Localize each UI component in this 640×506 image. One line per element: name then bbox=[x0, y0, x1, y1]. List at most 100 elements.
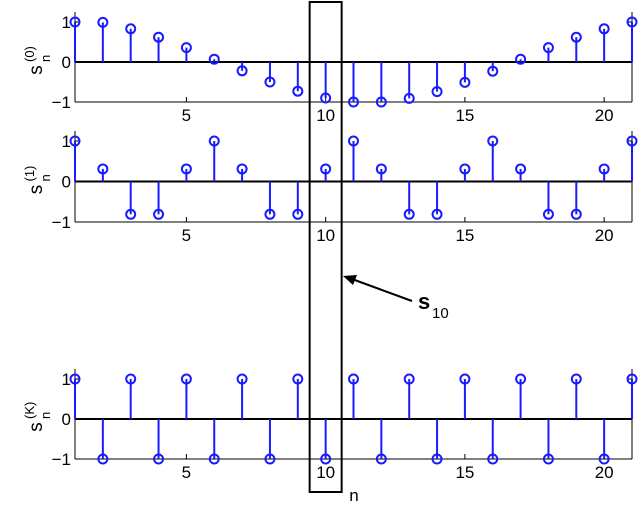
y-tick-label: 1 bbox=[62, 370, 71, 389]
stem-marker bbox=[153, 453, 165, 465]
y-label-superscript: (0) bbox=[22, 46, 37, 62]
stem-marker bbox=[125, 208, 137, 220]
stem-marker bbox=[570, 31, 582, 43]
stem-marker bbox=[626, 135, 638, 147]
stem-marker bbox=[431, 208, 443, 220]
stem-marker bbox=[320, 92, 332, 104]
y-label-subscript: n bbox=[38, 55, 53, 62]
stem-marker bbox=[348, 373, 359, 385]
stem-marker bbox=[236, 65, 248, 77]
stem-marker bbox=[264, 453, 276, 465]
stem-marker bbox=[180, 42, 192, 54]
stem-marker bbox=[153, 208, 165, 220]
y-label-superscript: (1) bbox=[22, 166, 37, 182]
stem-marker bbox=[236, 373, 248, 385]
stem-marker bbox=[208, 135, 220, 147]
stem-marker bbox=[598, 453, 610, 465]
stem-marker bbox=[459, 373, 471, 385]
y-tick-label: 1 bbox=[62, 132, 71, 151]
stem-marker bbox=[515, 373, 527, 385]
x-tick-label: 10 bbox=[316, 226, 335, 245]
x-axis-label: n bbox=[349, 486, 358, 505]
stem-marker bbox=[570, 373, 582, 385]
stem-marker bbox=[292, 208, 304, 220]
x-tick-label: 15 bbox=[455, 226, 474, 245]
stem-marker bbox=[542, 42, 554, 54]
stem-marker bbox=[431, 453, 443, 465]
stem-marker bbox=[403, 373, 415, 385]
stem-marker bbox=[542, 453, 554, 465]
stem-marker bbox=[403, 92, 415, 104]
x-tick-label: 15 bbox=[455, 106, 474, 125]
stem-marker bbox=[264, 76, 276, 88]
stem-marker bbox=[320, 163, 332, 175]
y-label-superscript: (K) bbox=[22, 402, 37, 419]
x-tick-label: 15 bbox=[455, 463, 474, 482]
y-axis-label: sn(0) bbox=[22, 46, 53, 75]
stem-marker bbox=[69, 16, 81, 28]
stem-marker bbox=[570, 208, 582, 220]
x-tick-label: 10 bbox=[316, 106, 335, 125]
y-label-subscript: n bbox=[38, 174, 53, 181]
y-tick-label: 0 bbox=[62, 173, 71, 192]
stem-marker bbox=[542, 208, 554, 220]
stem-marker bbox=[375, 163, 387, 175]
stem-marker bbox=[487, 65, 499, 77]
stem-marker bbox=[264, 208, 276, 220]
stem-marker bbox=[403, 208, 415, 220]
y-label-subscript: n bbox=[38, 412, 53, 419]
annotation-label: s bbox=[418, 289, 430, 314]
stem-marker bbox=[97, 16, 109, 28]
y-label-main: s bbox=[26, 185, 47, 195]
stem-marker bbox=[208, 53, 220, 65]
y-tick-label: −1 bbox=[52, 450, 71, 469]
y-tick-label: −1 bbox=[52, 213, 71, 232]
y-tick-label: 0 bbox=[62, 53, 71, 72]
stem-marker bbox=[208, 453, 220, 465]
stem-marker bbox=[69, 373, 81, 385]
stem-marker bbox=[515, 163, 527, 175]
stem-marker bbox=[348, 96, 359, 108]
stem-marker bbox=[515, 53, 527, 65]
stem-marker bbox=[487, 453, 499, 465]
y-tick-label: −1 bbox=[52, 93, 71, 112]
x-tick-label: 10 bbox=[316, 463, 335, 482]
x-tick-label: 5 bbox=[182, 463, 191, 482]
stem-marker bbox=[459, 163, 471, 175]
stem-marker bbox=[348, 135, 359, 147]
annotation-subscript: 10 bbox=[432, 305, 449, 322]
stem-marker bbox=[626, 373, 638, 385]
y-tick-label: 1 bbox=[62, 13, 71, 32]
stem-marker bbox=[598, 163, 610, 175]
stem-marker bbox=[626, 16, 638, 28]
x-tick-label: 20 bbox=[595, 463, 614, 482]
y-axis-label: sn(1) bbox=[22, 166, 53, 195]
y-label-main: s bbox=[26, 422, 47, 432]
arrow-shaft bbox=[351, 278, 413, 302]
stem-marker bbox=[125, 373, 137, 385]
stem-marker bbox=[375, 453, 387, 465]
y-axis-label: sn(K) bbox=[22, 402, 53, 432]
highlight-box bbox=[308, 1, 343, 493]
x-tick-label: 5 bbox=[182, 226, 191, 245]
y-label-main: s bbox=[26, 65, 47, 75]
x-tick-label: 5 bbox=[182, 106, 191, 125]
stem-marker bbox=[292, 85, 304, 97]
x-tick-label: 20 bbox=[595, 106, 614, 125]
stem-marker bbox=[97, 453, 109, 465]
stem-marker bbox=[69, 135, 81, 147]
stem-marker bbox=[431, 86, 443, 98]
stem-marker bbox=[320, 453, 332, 465]
arrow-head bbox=[343, 275, 357, 285]
stem-marker bbox=[180, 163, 192, 175]
stem-marker bbox=[125, 23, 137, 35]
stem-marker bbox=[459, 76, 471, 88]
stem-marker bbox=[292, 373, 304, 385]
stem-marker bbox=[487, 135, 499, 147]
stem-marker bbox=[180, 373, 192, 385]
